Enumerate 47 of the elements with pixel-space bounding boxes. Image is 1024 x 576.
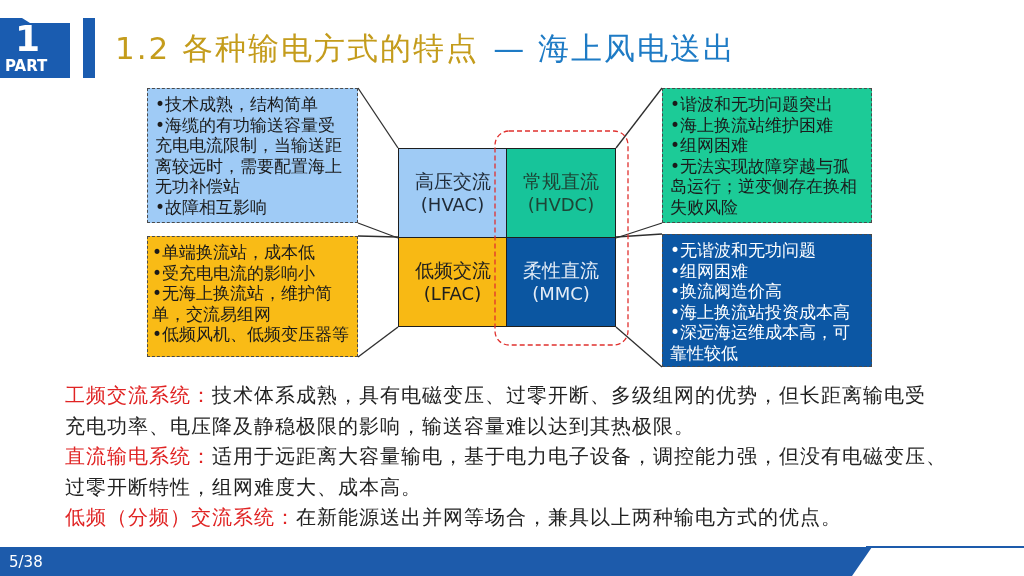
bullet-text: •无海上换流站，维护简单，交流易组网	[152, 283, 334, 324]
abbreviation-text: (LFAC)	[423, 282, 482, 305]
definition-paragraph: 直流输电系统：适用于远距离大容量输电，基于电力电子设备，调控能力强，但没有电磁变压、过零开断特性，组网难度大、成本高。	[65, 443, 948, 501]
quadrant-panel	[506, 148, 616, 238]
abbreviation-text: (HVDC)	[527, 193, 595, 216]
leader-line	[615, 222, 663, 239]
category-name: 高压交流	[414, 170, 491, 193]
bullet-text: •无谐波和无功问题	[670, 240, 818, 261]
bullet-text: •单端换流站，成本低	[152, 242, 317, 263]
category-name: 柔性直流	[523, 259, 599, 282]
leader-line	[357, 235, 399, 238]
bullet-text: •组网困难	[670, 135, 750, 156]
bullet-text: •深远海运维成本高，可靠性较低	[670, 322, 852, 363]
quadrant-panel	[506, 237, 616, 327]
quadrant-panel	[398, 148, 507, 238]
definition-paragraph: 工频交流系统：技术体系成熟，具有电磁变压、过零开断、多级组网的优势，但长距离输电受充电功率、电压降及静稳极限的影响，输送容量难以达到其热极限。	[65, 382, 927, 440]
callout-box	[147, 88, 358, 223]
abbreviation-text: (MMC)	[532, 282, 590, 305]
page-number: 5/38	[9, 553, 43, 571]
leader-line	[357, 87, 399, 149]
callout-box	[662, 88, 872, 223]
leader-line	[615, 87, 663, 149]
bullet-text: •海上换流站维护困难	[670, 114, 835, 135]
leader-line	[357, 326, 399, 358]
bullet-text: •故障相互影响	[155, 196, 269, 217]
bullet-text: •组网困难	[670, 260, 750, 281]
bullet-text: •受充电电流的影响小	[152, 262, 317, 283]
leader-line	[615, 233, 663, 238]
callout-box	[662, 234, 872, 367]
bullet-text: •无法实现故障穿越与孤岛运行；逆变侧存在换相失败风险	[670, 155, 858, 217]
callout-box	[147, 236, 358, 357]
bullet-text: •技术成熟，结构简单	[155, 94, 320, 115]
category-name: 常规直流	[523, 170, 599, 193]
quadrant-panel	[398, 237, 507, 327]
bullet-text: •海上换流站投资成本高	[670, 301, 852, 322]
category-name: 低频交流	[414, 259, 491, 282]
leader-line	[615, 326, 663, 368]
bullet-text: •海缆的有功输送容量受充电电流限制，当输送距离较远时，需要配置海上无功补偿站	[155, 114, 343, 197]
slide-subtitle: — 海上风电送出	[493, 29, 736, 68]
bullet-text: •谐波和无功问题突出	[670, 94, 835, 115]
abbreviation-text: (HVAC)	[420, 193, 485, 216]
section-label: PART	[5, 57, 48, 75]
definition-paragraph: 低频（分频）交流系统：在新能源送出并网等场合，兼具以上两种输电方式的优点。	[65, 504, 843, 531]
slide-title: 1.2 各种输电方式的特点	[115, 29, 480, 68]
bullet-text: •低频风机、低频变压器等	[152, 324, 351, 345]
bullet-text: •换流阀造价高	[670, 281, 784, 302]
section-number: 1	[15, 17, 41, 59]
